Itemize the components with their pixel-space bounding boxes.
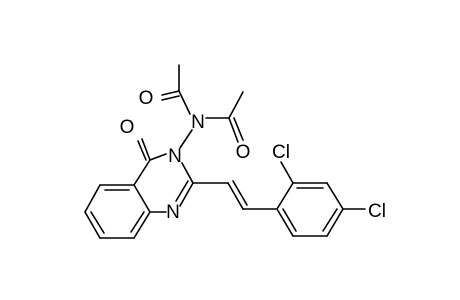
bond-ar1-ar2 — [276, 182, 294, 210]
atom-n3-ring: N — [168, 146, 182, 167]
bond-c-cl-ortho — [280, 161, 294, 184]
bond-c2-n1-a — [179, 182, 194, 207]
bond-carbonyl-o-left-a — [161, 90, 180, 96]
bonds — [84, 64, 366, 239]
bond-ar4-ar5-inner — [322, 208, 338, 232]
atom-n1-ring: N — [166, 202, 180, 223]
bond-c4a-c4 — [133, 159, 151, 186]
bond-carbonyl-n-left — [178, 90, 191, 115]
bond-c4-o-double — [137, 140, 147, 161]
bond-carbonyl-o-right-a — [228, 117, 239, 143]
bond-c8-c8a-inner — [130, 211, 145, 233]
bond-carbonyl-o-right-b — [233, 117, 244, 141]
atom-o-acetyl-right: O — [236, 142, 251, 163]
bond-c4-n3 — [149, 153, 167, 161]
bond-methyl-carbonyl-right — [228, 91, 244, 119]
bond-carbonyl-o-left-b — [161, 95, 180, 101]
bond-c6-c7-inner — [90, 211, 105, 234]
bond-n3-c2 — [181, 162, 194, 184]
bond-ar3-ar4 — [326, 182, 344, 210]
bond-vinyl-double-a — [227, 182, 244, 210]
atom-o-acetyl-left: O — [139, 88, 154, 109]
atom-o-carbonyl: O — [120, 117, 135, 138]
atom-cl-para: Cl — [368, 201, 386, 222]
bond-c8-c8a — [133, 211, 151, 239]
bond-c4-o — [141, 138, 151, 161]
bond-c6-c7 — [84, 211, 101, 239]
atom-n-imide: N — [191, 112, 205, 133]
bond-c8a-c4a — [133, 184, 151, 213]
atom-labels: O N O O N N Cl Cl — [120, 88, 386, 223]
bond-c5-c6 — [84, 184, 101, 213]
bond-c2-n1-b — [175, 180, 189, 202]
atom-cl-ortho: Cl — [272, 142, 290, 163]
bond-ar4-ar5 — [326, 208, 344, 237]
bond-ar6-ar1 — [276, 208, 294, 237]
bond-n-n — [179, 129, 193, 149]
bond-ar6-ar1-inner — [282, 208, 297, 232]
bond-vinyl-double-b — [232, 180, 248, 206]
